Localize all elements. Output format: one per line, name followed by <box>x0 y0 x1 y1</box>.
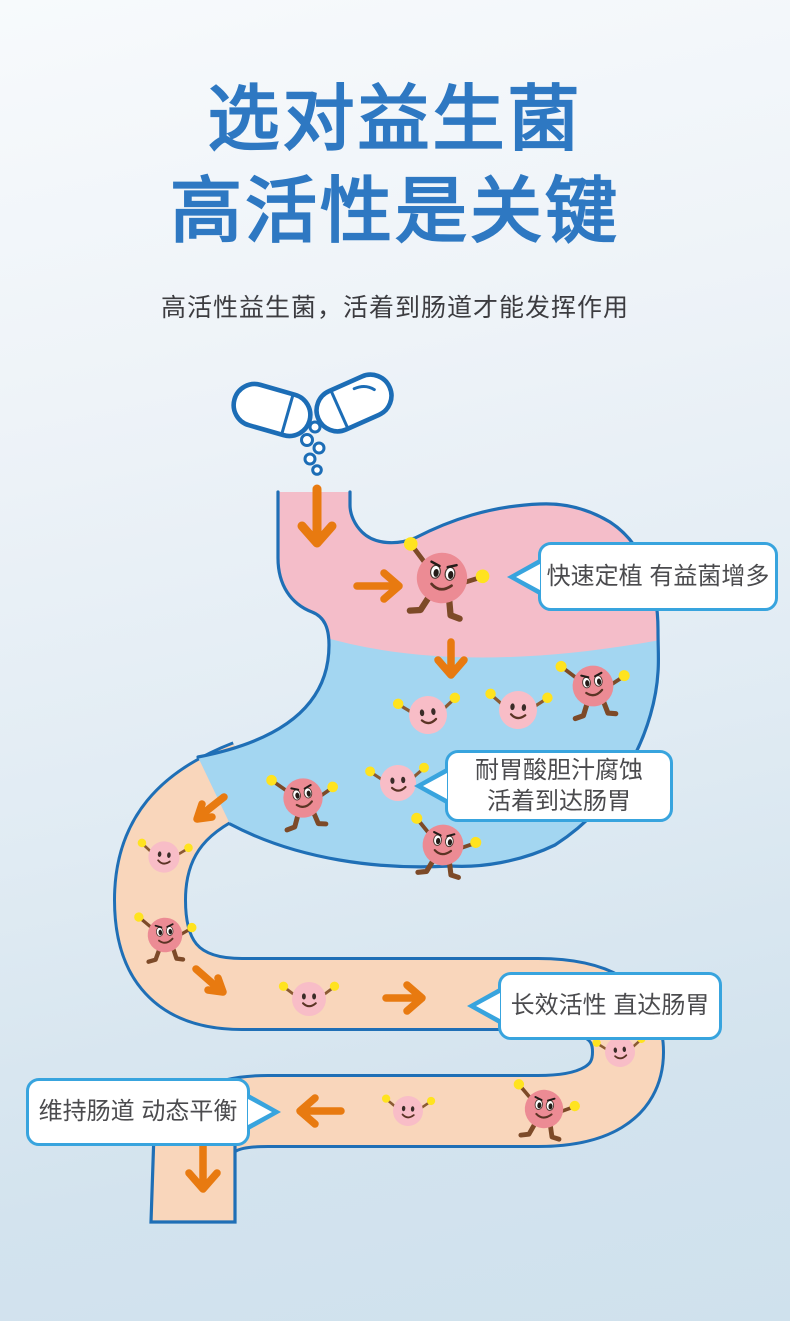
granule-dots-icon <box>300 420 326 476</box>
flow-arrow-right <box>382 981 426 1015</box>
flow-arrow-exit <box>185 1142 221 1193</box>
callout-long-lasting-text: 长效活性 直达肠胃 <box>510 992 710 1020</box>
page-subtitle: 高活性益生菌，活着到肠道才能发挥作用 <box>160 294 629 322</box>
capsule-icon <box>231 372 394 439</box>
flow-arrow-left <box>296 1094 345 1128</box>
page-title: 选对益生菌 高活性是关键 <box>0 74 790 258</box>
callout-tail-left-icon <box>467 987 501 1025</box>
page-title-line2: 高活性是关键 <box>169 172 620 253</box>
callout-colonize-text: 快速定植 有益菌增多 <box>546 562 770 590</box>
callout-acid-resist-line2: 活着到达肠胃 <box>487 788 631 815</box>
callout-tail-left-icon <box>414 767 448 805</box>
callout-tail-right-icon <box>247 1093 281 1131</box>
callout-balance: 维持肠道 动态平衡 <box>26 1078 281 1146</box>
callout-balance-text: 维持肠道 动态平衡 <box>38 1098 238 1126</box>
flow-arrow-turn-right <box>192 965 227 996</box>
flow-arrow-swallow <box>297 484 337 548</box>
callout-long-lasting: 长效活性 直达肠胃 <box>467 972 722 1040</box>
page-title-line1: 选对益生菌 <box>207 80 583 160</box>
flow-arrow-stomach-in <box>353 569 403 603</box>
callout-tail-left-icon <box>507 557 541 596</box>
flow-arrow-to-intestine <box>193 793 228 823</box>
callout-acid-resist: 耐胃酸胆汁腐蚀 活着到达肠胃 <box>414 750 673 822</box>
callout-acid-resist-line1: 耐胃酸胆汁腐蚀 <box>475 756 643 784</box>
flow-arrow-into-acid <box>434 638 468 679</box>
callout-colonize: 快速定植 有益菌增多 <box>507 542 778 611</box>
